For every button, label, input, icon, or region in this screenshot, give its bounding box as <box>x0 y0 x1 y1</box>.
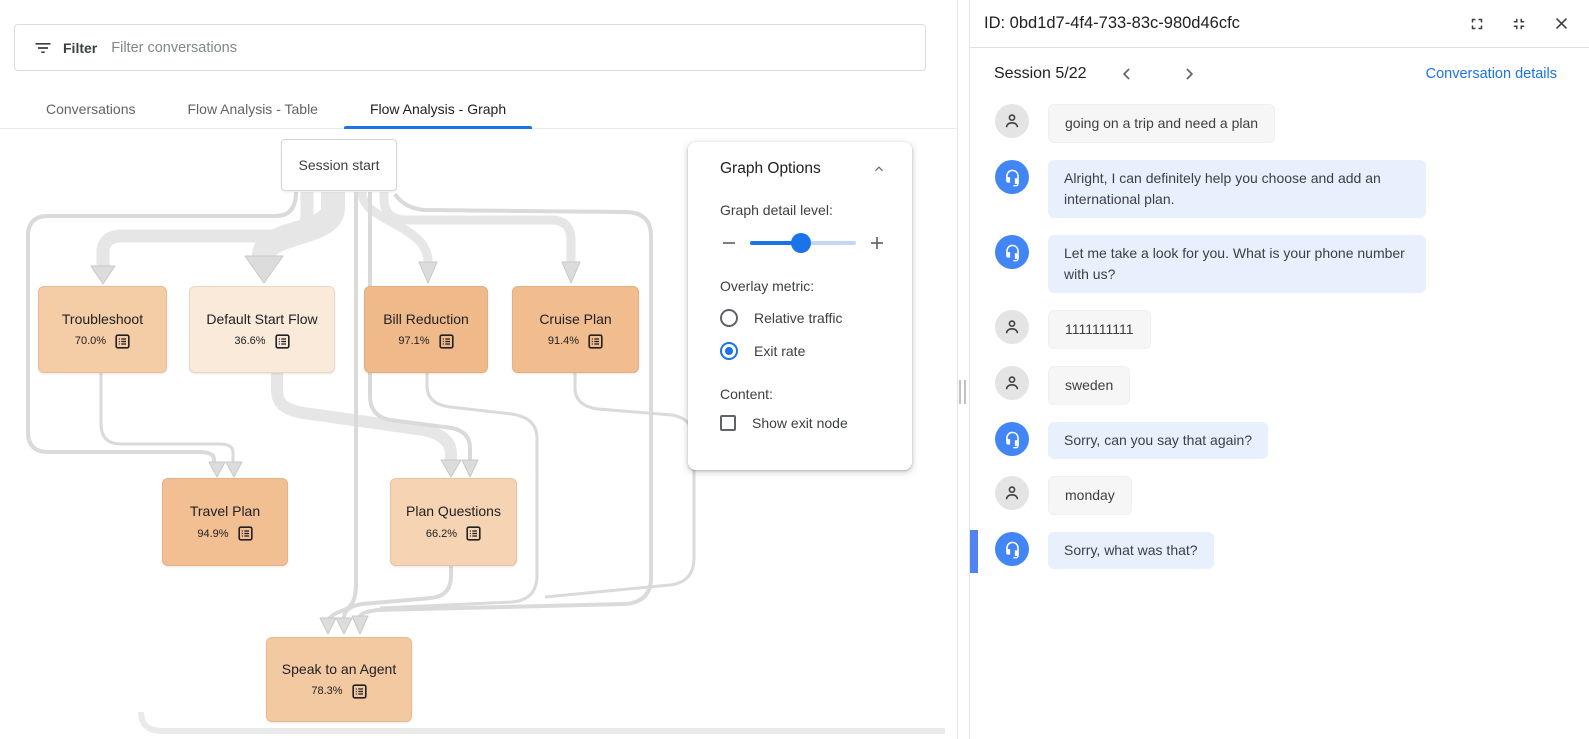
flow-node-bill-reduction[interactable]: Bill Reduction 97.1% <box>364 286 488 373</box>
chat-message: Let me take a look for you. What is your… <box>1048 235 1426 293</box>
exit-rate-value: 91.4% <box>547 335 580 347</box>
chat-row: Let me take a look for you. What is your… <box>970 235 1589 293</box>
list-icon[interactable] <box>588 333 603 349</box>
chat-row: Sorry, can you say that again? <box>970 422 1589 459</box>
flow-node-cruise-plan[interactable]: Cruise Plan 91.4% <box>512 286 639 373</box>
flow-edges <box>26 191 945 734</box>
chat-message: sweden <box>1048 366 1131 405</box>
message-list: going on a trip and need a plan Alright,… <box>970 96 1589 573</box>
slider-thumb[interactable] <box>790 233 811 253</box>
exit-rate-value: 36.6% <box>234 335 266 347</box>
agent-avatar <box>995 422 1029 456</box>
radio-relative-traffic[interactable]: Relative traffic <box>720 309 886 327</box>
flow-node-label: Bill Reduction <box>383 310 469 327</box>
agent-avatar <box>995 160 1029 194</box>
exit-rate-value: 66.2% <box>425 527 458 540</box>
chat-row: going on a trip and need a plan <box>970 104 1589 143</box>
chat-message: monday <box>1048 476 1132 515</box>
tab-bar: Conversations Flow Analysis - Table Flow… <box>0 90 958 129</box>
panel-resize-handle[interactable] <box>957 380 967 404</box>
chat-row: Alright, I can definitely help you choos… <box>970 160 1589 218</box>
chat-message: Sorry, what was that? <box>1048 532 1214 569</box>
flow-node-speak-to-an-agent[interactable]: Speak to an Agent 78.3% <box>266 637 412 722</box>
exit-rate-value: 97.1% <box>398 335 430 347</box>
flow-node-label: Plan Questions <box>406 503 501 519</box>
conversation-details-link[interactable]: Conversation details <box>1425 66 1557 82</box>
chat-message: 1111111111 <box>1048 310 1151 349</box>
filter-input[interactable]: Filter conversations <box>111 39 237 56</box>
close-icon[interactable] <box>1551 14 1571 34</box>
filter-icon <box>35 42 51 53</box>
flow-node-troubleshoot[interactable]: Troubleshoot 70.0% <box>38 286 167 373</box>
detail-header: ID: 0bd1d7-4f4-733-83c-980d46cfc <box>970 0 1589 48</box>
flow-node-label: Cruise Plan <box>539 310 612 327</box>
conversation-detail-panel: ID: 0bd1d7-4f4-733-83c-980d46cfc Session… <box>969 0 1589 739</box>
show-exit-node-checkbox[interactable] <box>720 415 736 431</box>
list-icon[interactable] <box>274 333 290 349</box>
tab-flow-analysis-table[interactable]: Flow Analysis - Table <box>187 101 318 117</box>
graph-detail-level-label: Graph detail level: <box>720 202 833 218</box>
exit-rate-value: 94.9% <box>197 527 229 540</box>
flow-node-plan-questions[interactable]: Plan Questions 66.2% <box>390 478 517 566</box>
user-avatar <box>995 104 1029 138</box>
graph-options-title: Graph Options <box>720 160 821 177</box>
filter-bar[interactable]: Filter Filter conversations <box>14 24 926 71</box>
user-avatar <box>995 366 1029 400</box>
increase-detail-icon[interactable] <box>868 234 886 252</box>
detail-level-slider[interactable] <box>750 233 856 253</box>
radio-label: Exit rate <box>754 343 806 359</box>
previous-session-icon[interactable] <box>1117 64 1137 84</box>
overlay-metric-label: Overlay metric: <box>720 278 815 294</box>
flow-node-default-start-flow[interactable]: Default Start Flow 36.6% <box>189 286 335 373</box>
flow-node-travel-plan[interactable]: Travel Plan 94.9% <box>162 478 288 566</box>
chat-message: going on a trip and need a plan <box>1048 104 1276 143</box>
chat-row: monday <box>970 476 1589 515</box>
session-counter: Session 5/22 <box>994 65 1087 82</box>
list-icon[interactable] <box>466 526 481 541</box>
session-nav-row: Session 5/22 Conversation details <box>970 48 1589 96</box>
graph-options-panel: Graph Options Graph detail level: Overla… <box>688 142 912 470</box>
next-session-icon[interactable] <box>1179 64 1199 84</box>
content-label: Content: <box>720 386 773 402</box>
exit-rate-value: 78.3% <box>311 685 343 697</box>
radio-circle[interactable] <box>720 309 738 327</box>
chat-message: Alright, I can definitely help you choos… <box>1048 160 1426 218</box>
show-exit-node-option[interactable]: Show exit node <box>720 415 886 431</box>
radio-exit-rate[interactable]: Exit rate <box>720 342 886 360</box>
decrease-detail-icon[interactable] <box>720 234 738 252</box>
radio-label: Relative traffic <box>754 310 843 326</box>
chat-message: Sorry, can you say that again? <box>1048 422 1269 459</box>
user-avatar <box>995 310 1029 344</box>
list-icon[interactable] <box>115 333 130 349</box>
filter-label: Filter <box>63 39 98 56</box>
chat-row: 1111111111 <box>970 310 1589 349</box>
exit-rate-value: 70.0% <box>74 335 107 347</box>
agent-avatar <box>995 235 1029 269</box>
conversation-id-title: ID: 0bd1d7-4f4-733-83c-980d46cfc <box>984 14 1240 32</box>
chat-row: sweden <box>970 366 1589 405</box>
checkbox-label: Show exit node <box>752 415 848 431</box>
chat-row-highlighted: Sorry, what was that? <box>970 530 1589 573</box>
exit-fullscreen-button[interactable] <box>1509 14 1529 34</box>
flow-node-session-start[interactable]: Session start <box>281 139 397 191</box>
tab-conversations[interactable]: Conversations <box>46 101 136 117</box>
flow-node-label: Speak to an Agent <box>281 660 397 677</box>
flow-graph-panel: Filter Filter conversations Conversation… <box>0 0 958 739</box>
user-avatar <box>995 476 1029 510</box>
list-icon[interactable] <box>351 683 367 699</box>
flow-node-label: Default Start Flow <box>206 310 318 327</box>
agent-avatar <box>995 532 1029 566</box>
collapse-chevron-up-icon[interactable] <box>872 162 886 176</box>
list-icon[interactable] <box>438 333 454 349</box>
fullscreen-button[interactable] <box>1467 14 1487 34</box>
radio-circle-selected[interactable] <box>720 342 738 360</box>
tab-flow-analysis-graph[interactable]: Flow Analysis - Graph <box>343 90 533 129</box>
flow-node-label: Troubleshoot <box>61 310 144 327</box>
list-icon[interactable] <box>237 526 253 541</box>
flow-node-label: Travel Plan <box>189 503 261 519</box>
